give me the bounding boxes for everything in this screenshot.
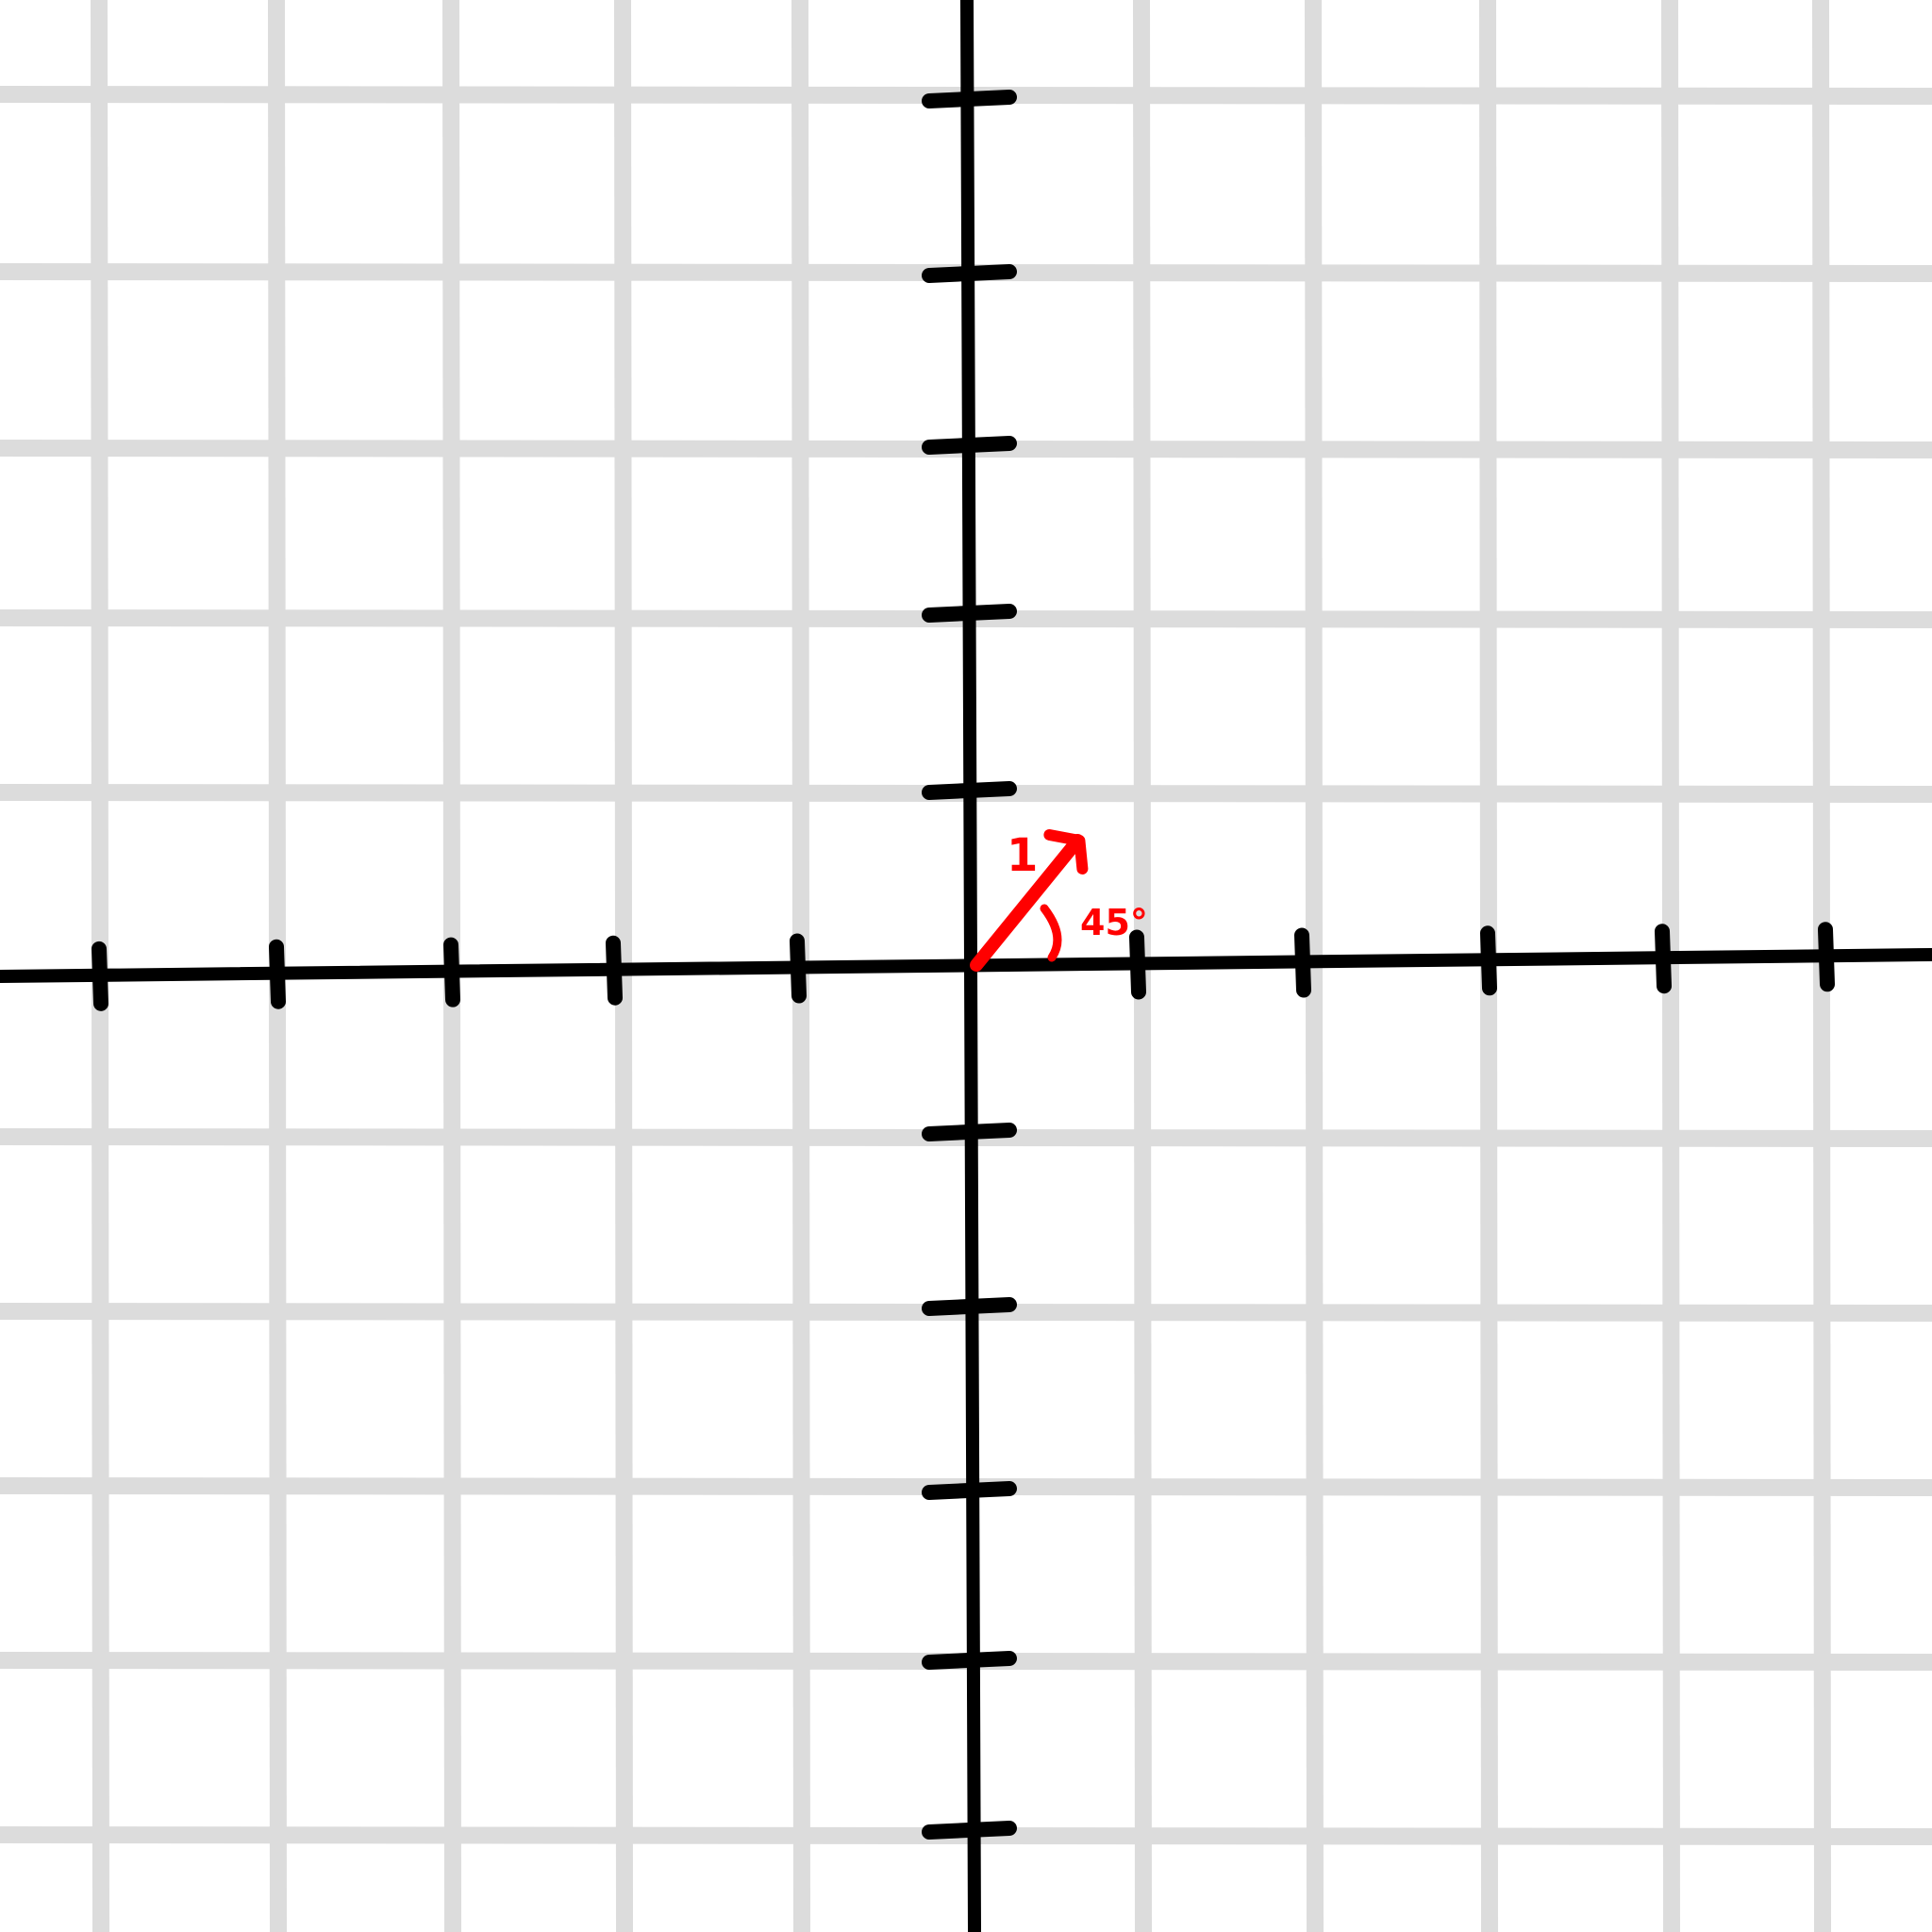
x-axis-tick [1129, 929, 1146, 1000]
y-axis-tick [922, 781, 1017, 800]
x-axis-tick [790, 933, 807, 1004]
y-axis-tick [922, 1297, 1017, 1316]
y-axis-tick [922, 436, 1017, 455]
vector-group: 1 45° [970, 829, 1148, 972]
y-axis-tick [922, 1123, 1017, 1141]
x-axis-tick [269, 939, 286, 1009]
y-axis-tick [922, 1481, 1017, 1500]
x-axis-tick [1818, 922, 1835, 992]
y-axis-tick [922, 604, 1017, 623]
x-axis-tick [1655, 924, 1672, 994]
y-axis-tick [922, 1651, 1017, 1670]
vector-angle-label: 45° [1080, 902, 1148, 943]
axis-ticks [92, 90, 1835, 1840]
vector-arrowhead [1043, 829, 1089, 875]
x-axis-tick [606, 935, 623, 1006]
x-axis-tick [92, 941, 108, 1011]
y-axis-tick [922, 1821, 1017, 1840]
vector-magnitude-label: 1 [1007, 829, 1038, 882]
vector-shaft [970, 834, 1085, 972]
x-axis-tick [443, 937, 460, 1008]
y-axis-tick [922, 264, 1017, 283]
y-axis-tick [922, 90, 1017, 108]
x-axis-tick [1480, 925, 1497, 996]
angle-arc [1040, 904, 1062, 962]
x-axis-tick [1294, 927, 1311, 998]
